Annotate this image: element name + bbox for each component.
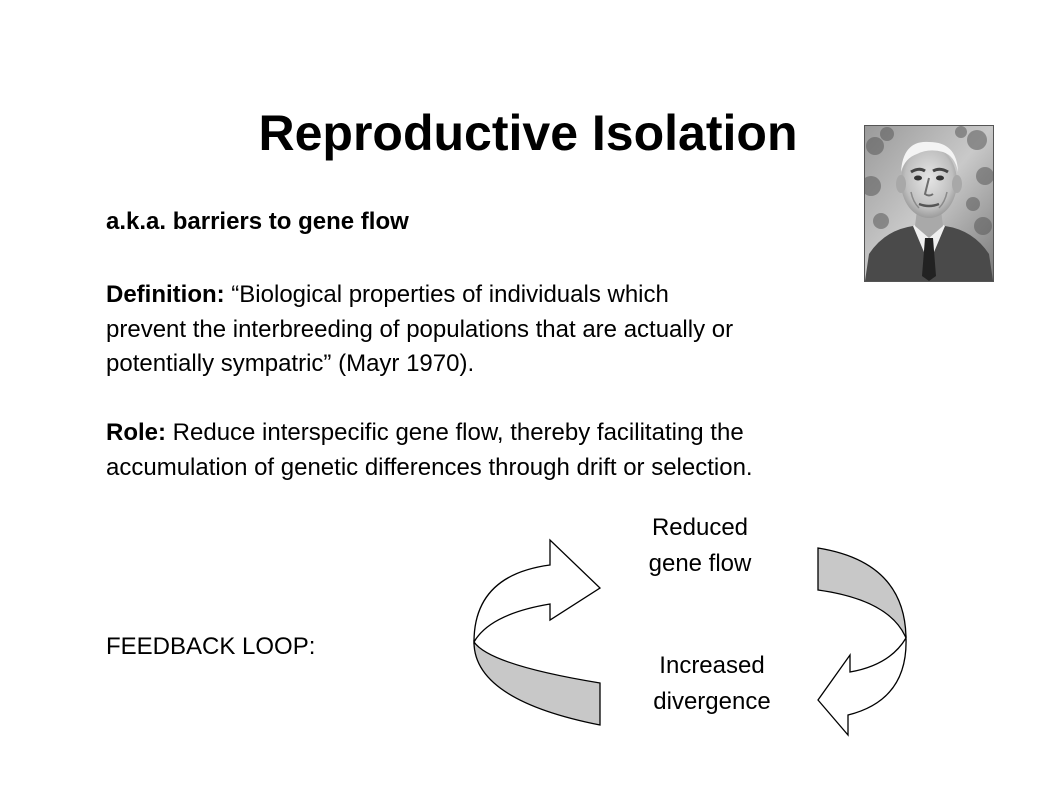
definition-line-3: potentially sympatric” (Mayr 1970). bbox=[106, 350, 475, 377]
portrait-photo-icon bbox=[864, 125, 994, 282]
slide-title: Reproductive Isolation bbox=[258, 105, 798, 161]
right-arrow-body bbox=[817, 635, 907, 737]
feedback-loop-label: FEEDBACK LOOP: bbox=[106, 633, 316, 660]
reduced-gene-flow-line-1: Reduced bbox=[651, 514, 749, 541]
right-arrow-shade bbox=[817, 547, 907, 639]
definition-label: Definition: bbox=[106, 281, 225, 308]
left-arrow-shade bbox=[473, 639, 601, 726]
reduced-gene-flow-line-2: gene flow bbox=[648, 550, 752, 577]
role-text-1: Reduce interspecific gene flow, thereby … bbox=[166, 419, 744, 446]
aka-text: a.k.a. barriers to gene flow bbox=[106, 208, 409, 235]
role-paragraph: Role: Reduce interspecific gene flow, th… bbox=[106, 416, 996, 485]
definition-text-1: “Biological properties of individuals wh… bbox=[224, 281, 669, 308]
definition-paragraph: Definition: “Biological properties of in… bbox=[106, 278, 976, 382]
role-line-2: accumulation of genetic differences thro… bbox=[106, 453, 753, 481]
reduced-gene-flow-label: Reduced gene flow bbox=[600, 510, 800, 582]
role-line-1: Role: Reduce interspecific gene flow, th… bbox=[106, 416, 996, 451]
right-curved-arrow bbox=[817, 547, 907, 737]
increased-divergence-line-2: divergence bbox=[653, 688, 771, 715]
role-label: Role: bbox=[106, 419, 166, 446]
increased-divergence-line-1: Increased bbox=[659, 652, 765, 679]
left-arrow-body bbox=[473, 538, 602, 645]
definition-line-1: Definition: “Biological properties of in… bbox=[106, 278, 976, 313]
increased-divergence-label: Increased divergence bbox=[612, 648, 812, 720]
left-curved-arrow bbox=[473, 538, 602, 726]
definition-line-2: prevent the interbreeding of populations… bbox=[106, 315, 734, 343]
